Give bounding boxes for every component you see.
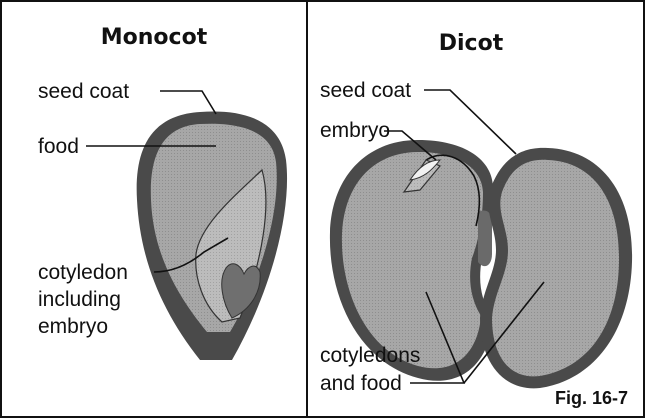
monocot-cotyledon-label-line1: cotyledon — [38, 261, 128, 284]
figure-label: Fig. 16-7 — [555, 388, 628, 408]
dicot-seed-coat-label: seed coat — [320, 79, 411, 102]
dicot-hilum — [478, 210, 492, 266]
dicot-title: Dicot — [439, 31, 504, 56]
monocot-title: Monocot — [101, 25, 208, 50]
dicot-embryo-label: embryo — [320, 119, 390, 142]
dicot-cotyledons-label-line2: and food — [320, 372, 402, 395]
monocot-cotyledon-label-line2: including — [38, 288, 121, 311]
monocot-cotyledon-label-line3: embryo — [38, 315, 108, 338]
monocot-seed-coat-label: seed coat — [38, 80, 129, 103]
dicot-cotyledons-label-line1: cotyledons — [320, 344, 420, 367]
monocot-food-label: food — [38, 135, 79, 158]
